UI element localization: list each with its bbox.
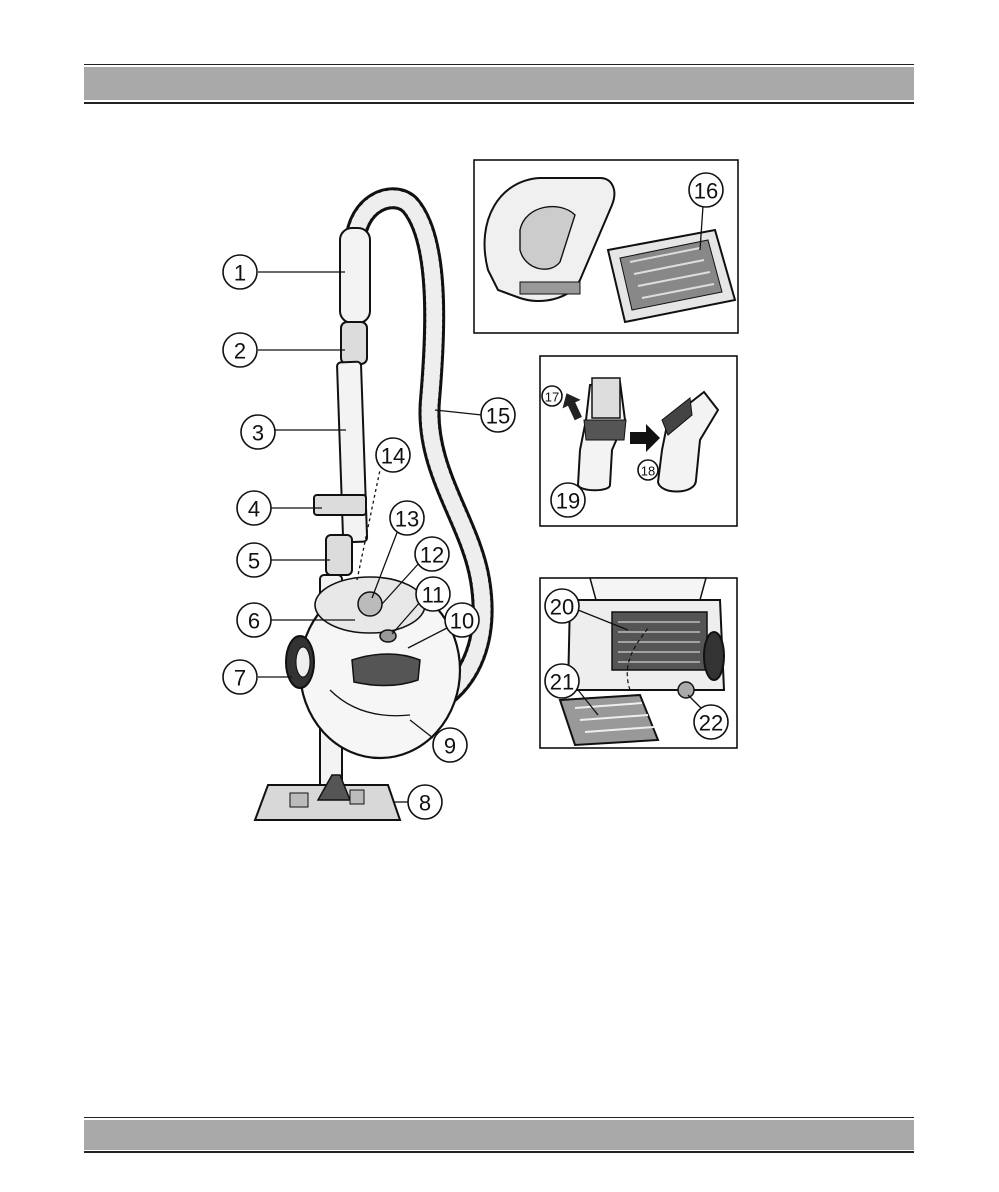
callout-5: 5 [237,543,271,577]
callout-19: 19 [551,483,585,517]
svg-text:5: 5 [248,549,260,574]
svg-text:11: 11 [422,583,445,608]
callout-14: 14 [376,438,410,472]
callout-6: 6 [237,603,271,637]
accessory-clip [314,495,366,515]
callout-21: 21 [545,664,579,698]
svg-text:15: 15 [486,404,510,429]
callout-17: 17 [542,386,562,406]
callout-12: 12 [415,537,449,571]
svg-text:13: 13 [395,507,419,532]
callout-18: 18 [638,460,658,480]
callout-13: 13 [390,501,424,535]
suction-control-slider [341,322,367,364]
callout-16: 16 [689,173,723,207]
svg-text:22: 22 [699,711,723,736]
svg-text:12: 12 [420,543,444,568]
svg-text:14: 14 [381,444,405,469]
dust-indicator-window [352,654,420,686]
svg-text:3: 3 [252,421,264,446]
svg-text:7: 7 [234,666,246,691]
svg-text:9: 9 [444,734,456,759]
callout-20: 20 [545,589,579,623]
callout-3: 3 [241,415,275,449]
tube-length-adjuster [326,535,352,575]
callout-10: 10 [445,603,479,637]
svg-text:6: 6 [248,609,260,634]
svg-text:19: 19 [556,489,580,514]
callout-7: 7 [223,660,257,694]
svg-text:21: 21 [550,670,574,695]
callout-11: 11 [416,577,450,611]
removed-exhaust-filter [560,695,658,745]
vacuum-cleaner-illustration [255,198,483,820]
svg-text:17: 17 [545,390,559,405]
callout-1: 1 [223,255,257,289]
svg-text:4: 4 [248,497,260,522]
svg-text:20: 20 [550,595,574,620]
svg-text:8: 8 [419,791,431,816]
svg-text:16: 16 [694,179,718,204]
callout-22: 22 [694,705,728,739]
cord-rewind-button [358,592,382,616]
callout-15: 15 [481,398,515,432]
callout-9: 9 [433,728,467,762]
callout-4: 4 [237,491,271,525]
callout-2: 2 [223,333,257,367]
svg-text:1: 1 [234,261,246,286]
svg-text:10: 10 [450,609,474,634]
filter-release-knob [678,682,694,698]
hose-handle [340,228,370,323]
callout-8: 8 [408,785,442,819]
svg-text:18: 18 [641,464,655,479]
svg-text:2: 2 [234,339,246,364]
